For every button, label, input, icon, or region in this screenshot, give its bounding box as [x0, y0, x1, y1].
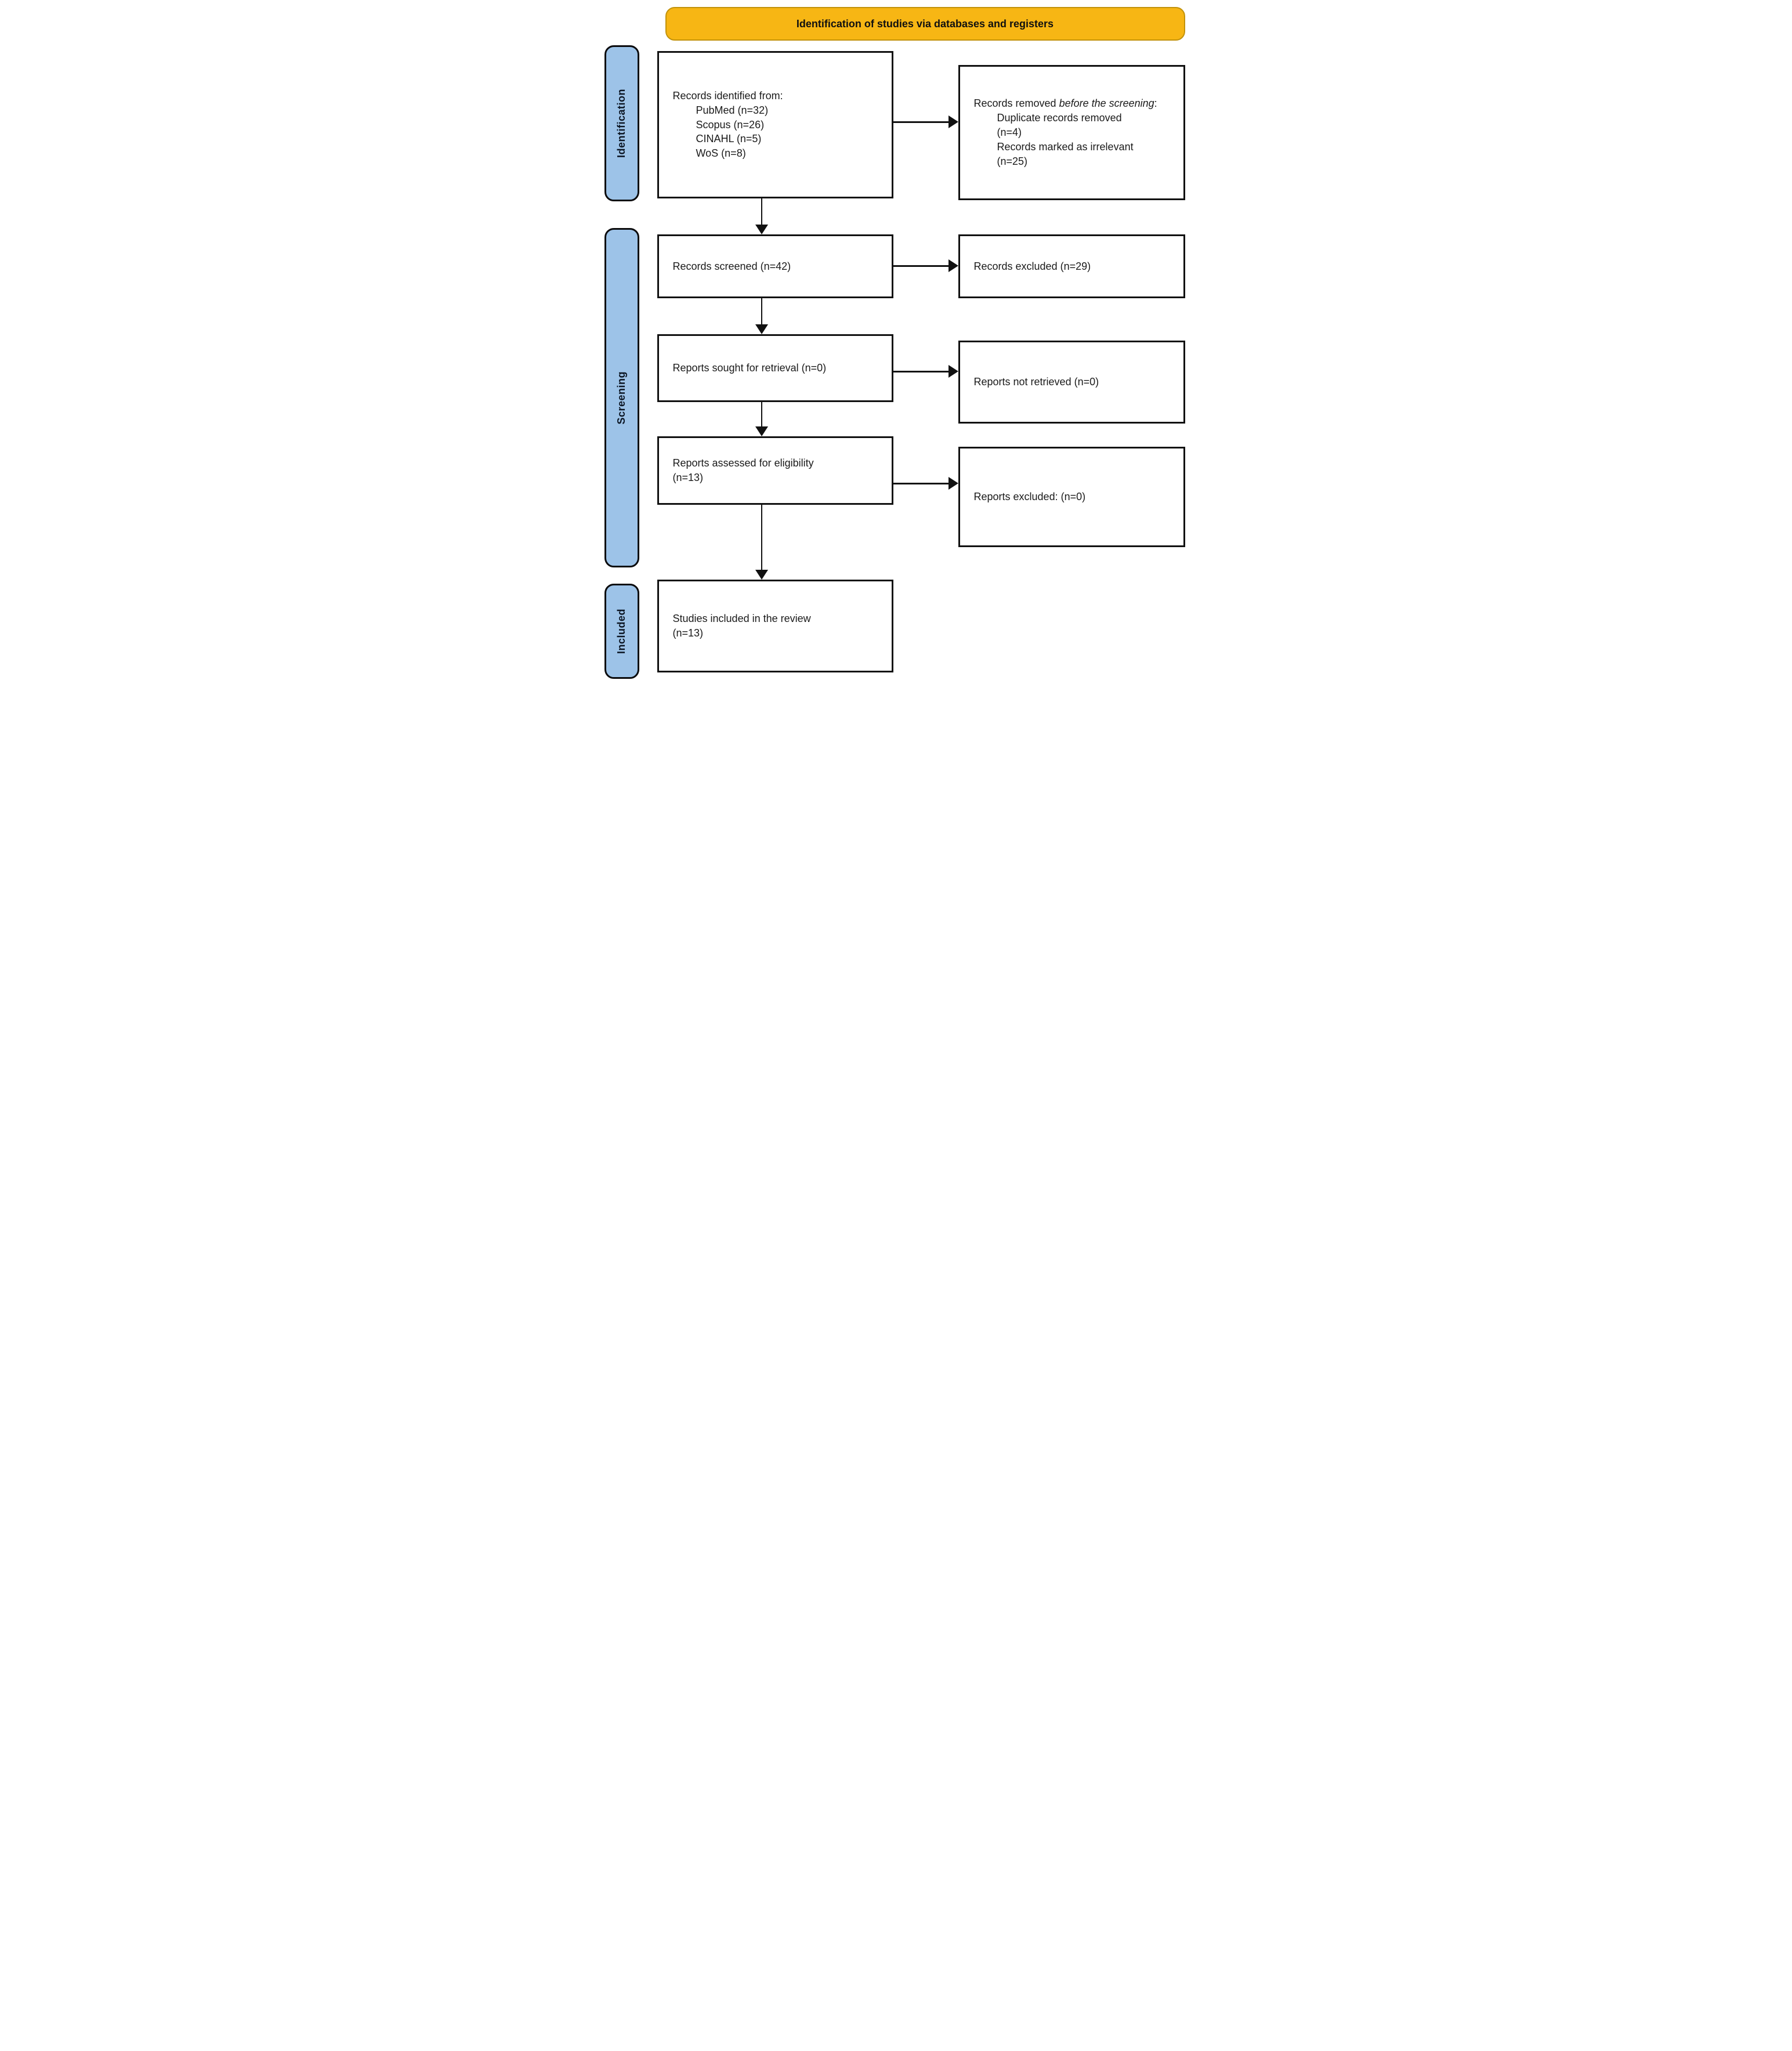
arrow-shaft [893, 483, 949, 484]
records-screened-text: Records screened (n=42) [672, 260, 791, 272]
records-excluded-text: Records excluded (n=29) [973, 260, 1091, 272]
box-records-identified: Records identified from: PubMed (n=32) S… [657, 51, 893, 198]
stage-label-included: Included [604, 584, 639, 679]
reports-assessed-line1: Reports assessed for eligibility [672, 457, 814, 469]
arrow-head-right-icon [948, 477, 958, 490]
records-removed-lead-colon: : [1154, 97, 1157, 110]
box-reports-excluded: Reports excluded: (n=0) [958, 447, 1185, 547]
records-identified-item-pubmed: PubMed (n=32) [696, 104, 769, 116]
arrow-shaft [893, 371, 949, 372]
arrow-head-down-icon [755, 426, 768, 436]
arrow-shaft [761, 198, 762, 225]
box-reports-sought: Reports sought for retrieval (n=0) [657, 334, 893, 402]
arrow-head-right-icon [948, 365, 958, 378]
prisma-flow-diagram: Identification of studies via databases … [597, 0, 1195, 683]
records-removed-item-irrelevant-line2: (n=25) [997, 155, 1028, 167]
arrow-shaft [893, 121, 949, 123]
arrow-head-down-icon [755, 324, 768, 334]
arrow-head-down-icon [755, 225, 768, 234]
stage-label-screening: Screening [604, 228, 639, 567]
box-records-excluded: Records excluded (n=29) [958, 234, 1185, 298]
records-identified-item-cinahl: CINAHL (n=5) [696, 133, 762, 145]
records-identified-intro: Records identified from: [672, 89, 783, 102]
arrow-shaft [761, 402, 762, 427]
stage-label-included-text: Included [616, 608, 627, 654]
stage-label-identification-text: Identification [616, 89, 627, 158]
reports-sought-text: Reports sought for retrieval (n=0) [672, 362, 827, 374]
reports-not-retrieved-text: Reports not retrieved (n=0) [973, 376, 1099, 388]
records-removed-item-irrelevant-line1: Records marked as irrelevant [997, 140, 1134, 153]
diagram-title-banner: Identification of studies via databases … [665, 7, 1185, 41]
box-studies-included: Studies included in the review (n=13) [657, 580, 893, 672]
arrow-shaft [893, 265, 949, 267]
arrow-head-down-icon [755, 570, 768, 580]
arrow-head-right-icon [948, 115, 958, 128]
stage-label-screening-text: Screening [616, 371, 627, 425]
diagram-title: Identification of studies via databases … [796, 17, 1054, 30]
box-records-screened: Records screened (n=42) [657, 234, 893, 298]
records-removed-lead-italic: before the screening [1059, 97, 1154, 110]
reports-excluded-text: Reports excluded: (n=0) [973, 491, 1086, 503]
records-removed-item-duplicates-line1: Duplicate records removed [997, 112, 1122, 124]
box-reports-assessed: Reports assessed for eligibility (n=13) [657, 436, 893, 505]
studies-included-line2: (n=13) [672, 627, 704, 639]
box-records-removed: Records removed before the screening: Du… [958, 65, 1185, 200]
arrow-shaft [761, 505, 762, 570]
records-removed-item-duplicates-line2: (n=4) [997, 126, 1022, 139]
reports-assessed-line2: (n=13) [672, 472, 704, 483]
arrow-shaft [761, 298, 762, 325]
records-removed-lead: Records removed before the screening: [974, 96, 1170, 111]
arrow-head-right-icon [948, 259, 958, 272]
records-identified-item-scopus: Scopus (n=26) [696, 118, 765, 131]
stage-label-identification: Identification [604, 45, 639, 201]
records-identified-item-wos: WoS (n=8) [696, 147, 746, 160]
studies-included-line1: Studies included in the review [672, 613, 811, 625]
records-removed-lead-regular: Records removed [973, 97, 1059, 110]
box-reports-not-retrieved: Reports not retrieved (n=0) [958, 341, 1185, 424]
